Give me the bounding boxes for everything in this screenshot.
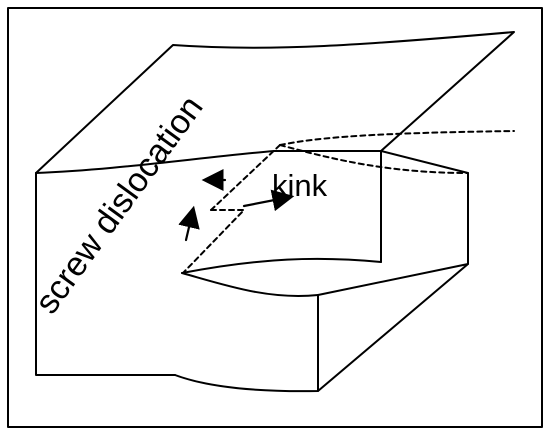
- outer-border: [7, 7, 543, 428]
- dislocation-line-kink: [183, 209, 245, 273]
- screw-dislocation-label: screw dislocation: [28, 89, 211, 321]
- block-top-left-face: [35, 31, 515, 174]
- dislocation-line-right: [279, 144, 469, 174]
- block-front-right-face: [174, 263, 469, 393]
- kink-label: kink: [272, 168, 328, 203]
- up-arrow: [178, 205, 200, 242]
- right-arrow: [242, 189, 295, 212]
- block-front-left-face: [35, 172, 176, 376]
- block-top-right-face: [317, 150, 469, 296]
- dislocation-line-center: [210, 144, 281, 211]
- step-front-curve: [181, 272, 319, 297]
- dislocation-line-upper: [279, 130, 515, 146]
- step-top-edge: [35, 150, 275, 174]
- step-bottom-edge: [181, 257, 382, 274]
